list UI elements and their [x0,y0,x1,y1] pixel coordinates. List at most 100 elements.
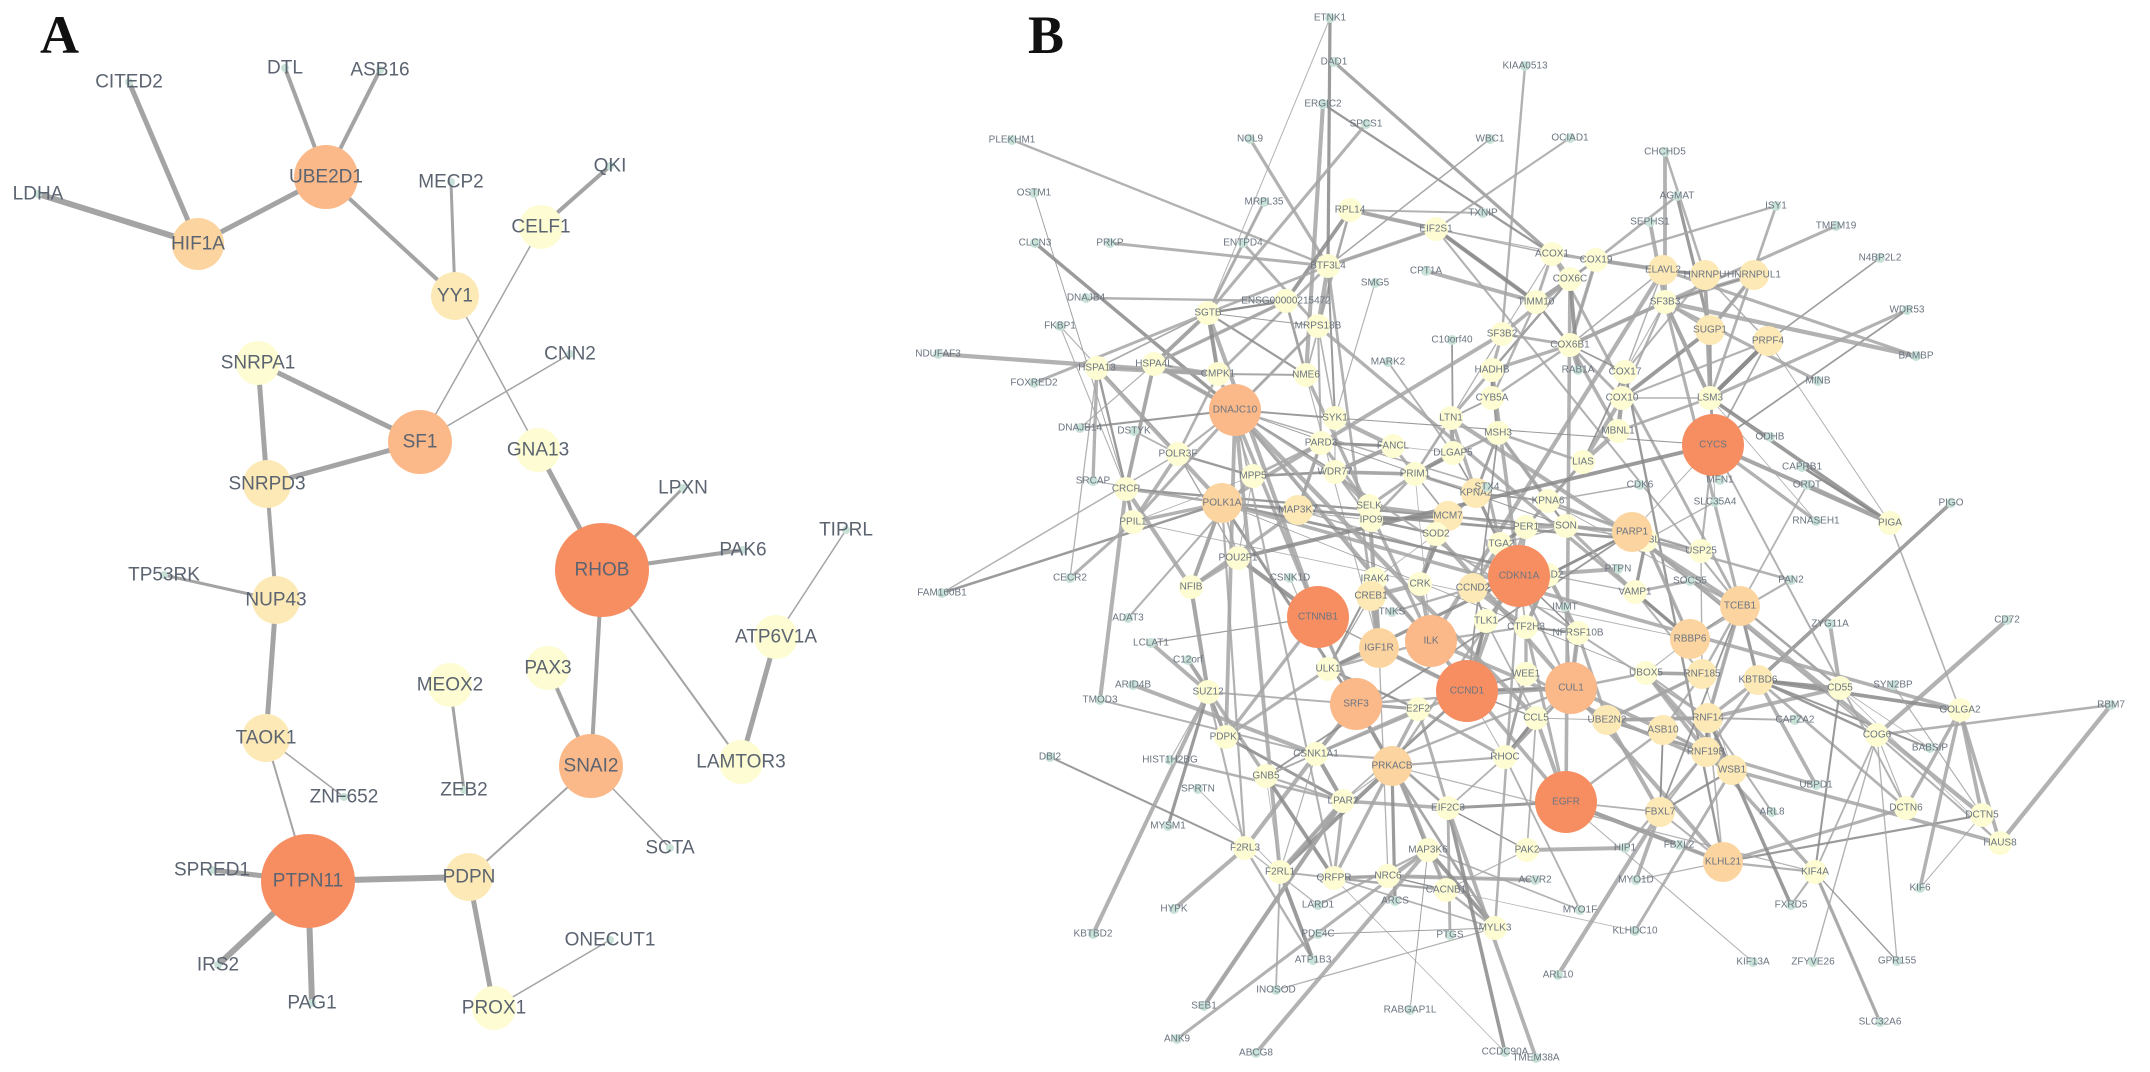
edge-b-pde4c-mylk3 [1317,927,1496,935]
network-b-node-label: SMG5 [1361,278,1390,289]
network-b-node-label: TCEB1 [1724,601,1757,612]
edge-b-acvr2-nrc6 [1387,874,1536,882]
network-b-node-circle [1259,197,1269,207]
network-b-node-circle [937,588,947,598]
network-b-node-circle [1029,188,1039,198]
network-b-node-circle [1390,896,1400,906]
edge-b-son-dnajc10 [1234,409,1567,527]
edge-b-hspa13-polk1a [1095,366,1224,505]
network-b-node-label: KIF6 [1909,883,1931,894]
edge-b-nme6-cmpk1 [1217,373,1307,376]
network-a-node-meox2: MEOX2 [417,663,483,707]
network-b-node-circle [1065,573,1075,583]
network-b-node-label: ITGA2 [1486,539,1515,550]
edge-a-cited2-hif1a [126,79,201,247]
network-b-node-prpf4: PRPF4 [1752,326,1785,356]
network-a-node-pak6: PAK6 [719,540,766,561]
network-b-node-label: CCND2 [1456,583,1491,594]
network-b-node-circle [1202,483,1242,523]
network-a-node-circle [445,853,493,901]
network-b-node-label: PLEKHM1 [989,135,1036,146]
network-b-node-circle [1566,621,1590,645]
network-b-node-circle [1645,797,1675,827]
edge-b-dad1-acox1 [1332,60,1554,256]
network-b-node-circle [1524,290,1548,314]
network-a-node-label: MECP2 [418,172,483,193]
network-b-node-circle [1045,752,1055,762]
edge-b-btf3l4-cmpk1 [1217,265,1329,375]
network-a-node-label: NUP43 [245,590,306,611]
network-b-node-hspa4l: HSPA4L [1135,352,1173,376]
network-b-node-creb1: CREB1 [1354,581,1388,611]
network-b-node-label: PDPK1 [1210,732,1243,743]
network-b-node-hspa13: HSPA13 [1078,356,1116,380]
network-b-node-label: COX19 [1580,255,1613,266]
network-b-node-odhb: ODHB [1756,432,1785,443]
network-b-node-label: MYLK3 [1479,923,1512,934]
network-b-node-label: TMEM19 [1816,221,1857,232]
network-a-node-cnn2: CNN2 [544,344,596,365]
edge-b-myo1f-rhoc [1504,756,1581,911]
edge-b-msh3-kpna6 [1497,432,1549,502]
network-b-node-label: UBOX5 [1629,668,1663,679]
network-b-node-zfyve26: ZFYVE26 [1791,957,1835,968]
network-b-node-txnip: TXNIP [1468,208,1498,219]
network-b-node-circle [1474,609,1498,633]
edge-b-esr2-cul1 [1391,686,1572,761]
edge-b-cox10-cox6b1 [1569,344,1623,399]
network-b-node-circle [1408,572,1432,596]
network-b-node-circle [1765,432,1775,442]
network-b-node-cdk6: CDK6 [1627,480,1654,491]
edge-b-ubpd1-kbtbd6 [1756,679,1818,786]
network-b-node-label: KBTBD6 [1739,675,1778,686]
network-a-node-label: GNA13 [507,440,569,461]
network-b-node-suz12: SUZ12 [1192,680,1224,704]
network-a-node-zeb2: ZEB2 [440,780,488,801]
network-a-node-cited2: CITED2 [95,72,163,93]
network-b-node-bambp: BAMBP [1898,351,1933,362]
network-b-node-circle [1670,619,1710,659]
network-b-node-label: DNAJB4 [1067,293,1106,304]
network-b-node-dnajc10: DNAJC10 [1209,384,1261,436]
network-a-node-qki: QKI [594,156,627,177]
network-a-node-label: ATP6V1A [735,627,817,648]
network-b-node-circle [1441,441,1465,465]
network-b-node-circle [1865,723,1889,747]
edge-b-cacnb1-prkacb [1391,765,1447,891]
network-b-node-label: ACOX1 [1535,249,1569,260]
network-b-node-klhdc10: KLHDC10 [1612,926,1657,937]
edge-b-smg5-syk1 [1334,282,1376,419]
network-b-node-label: NRC6 [1374,871,1402,882]
network-b-node-label: GOLGA2 [1939,705,1981,716]
edge-b-srcap-hspa13 [1091,367,1099,482]
network-b-node-label: F2RL1 [1265,867,1295,878]
network-b-node-label: HADHB [1474,365,1509,376]
network-b-node-dnajb4: DNAJB4 [1067,293,1106,304]
network-b-node-label: CRK [1409,579,1430,590]
network-b-node-babsip: BABSIP [1912,743,1948,754]
network-a-node-irs2: IRS2 [197,955,239,976]
network-b-node-label: CRCP [1112,484,1141,495]
network-a-node-snrpd3: SNRPD3 [228,460,306,508]
network-b-node-label: NDUFAF3 [915,349,961,360]
network-b-node-capza2: CAPZA2 [1776,715,1815,726]
edge-b-rbm7-haus8 [1998,703,2113,845]
network-b-node-label: TIMM10 [1518,297,1555,308]
network-b-node-circle [1421,266,1431,276]
network-a-node-label: CITED2 [95,72,163,93]
network-b-node-circle [1356,581,1386,611]
edge-b-plekhm1-btf3l4 [1011,138,1329,268]
network-b-node-circle [1436,660,1498,722]
network-b-node-label: CUL1 [1558,683,1584,694]
network-b-node-label: SRF3 [1343,699,1369,710]
network-a-node-label: PAK6 [719,540,766,561]
network-b-node-label: CAPZA2 [1776,715,1815,726]
network-b-node-mrps18b: MRPS18B [1295,314,1342,338]
network-b-node-nol9: NOL9 [1237,134,1264,145]
network-b-node-label: LTN1 [1439,413,1463,424]
network-a-node-circle [754,615,798,659]
network-b-node-tmem19: TMEM19 [1816,221,1857,232]
edge-b-cog6-dctn6 [1876,734,1907,809]
network-b-node-label: MBNL1 [1601,426,1635,437]
edge-b-minb-sf3b3 [1664,300,1819,383]
